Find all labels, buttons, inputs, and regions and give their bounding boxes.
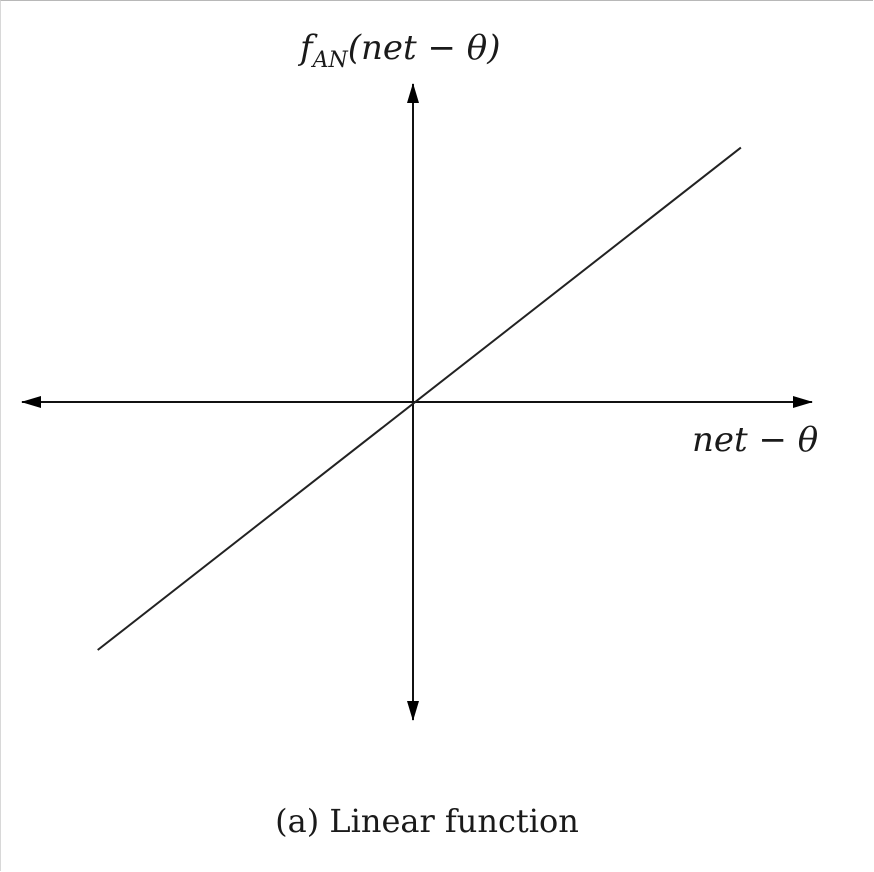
series-layer [97, 146, 742, 651]
x-axis-label: net − θ [692, 420, 819, 460]
y-label-subscript: AN [312, 48, 348, 73]
y-axis-label: fAN(net − θ) [300, 28, 501, 73]
linear-function-line [97, 146, 742, 651]
figure-caption: (a) Linear function [275, 802, 579, 840]
y-label-argument: (net − θ) [347, 28, 501, 68]
y-label-base: f [300, 28, 313, 68]
